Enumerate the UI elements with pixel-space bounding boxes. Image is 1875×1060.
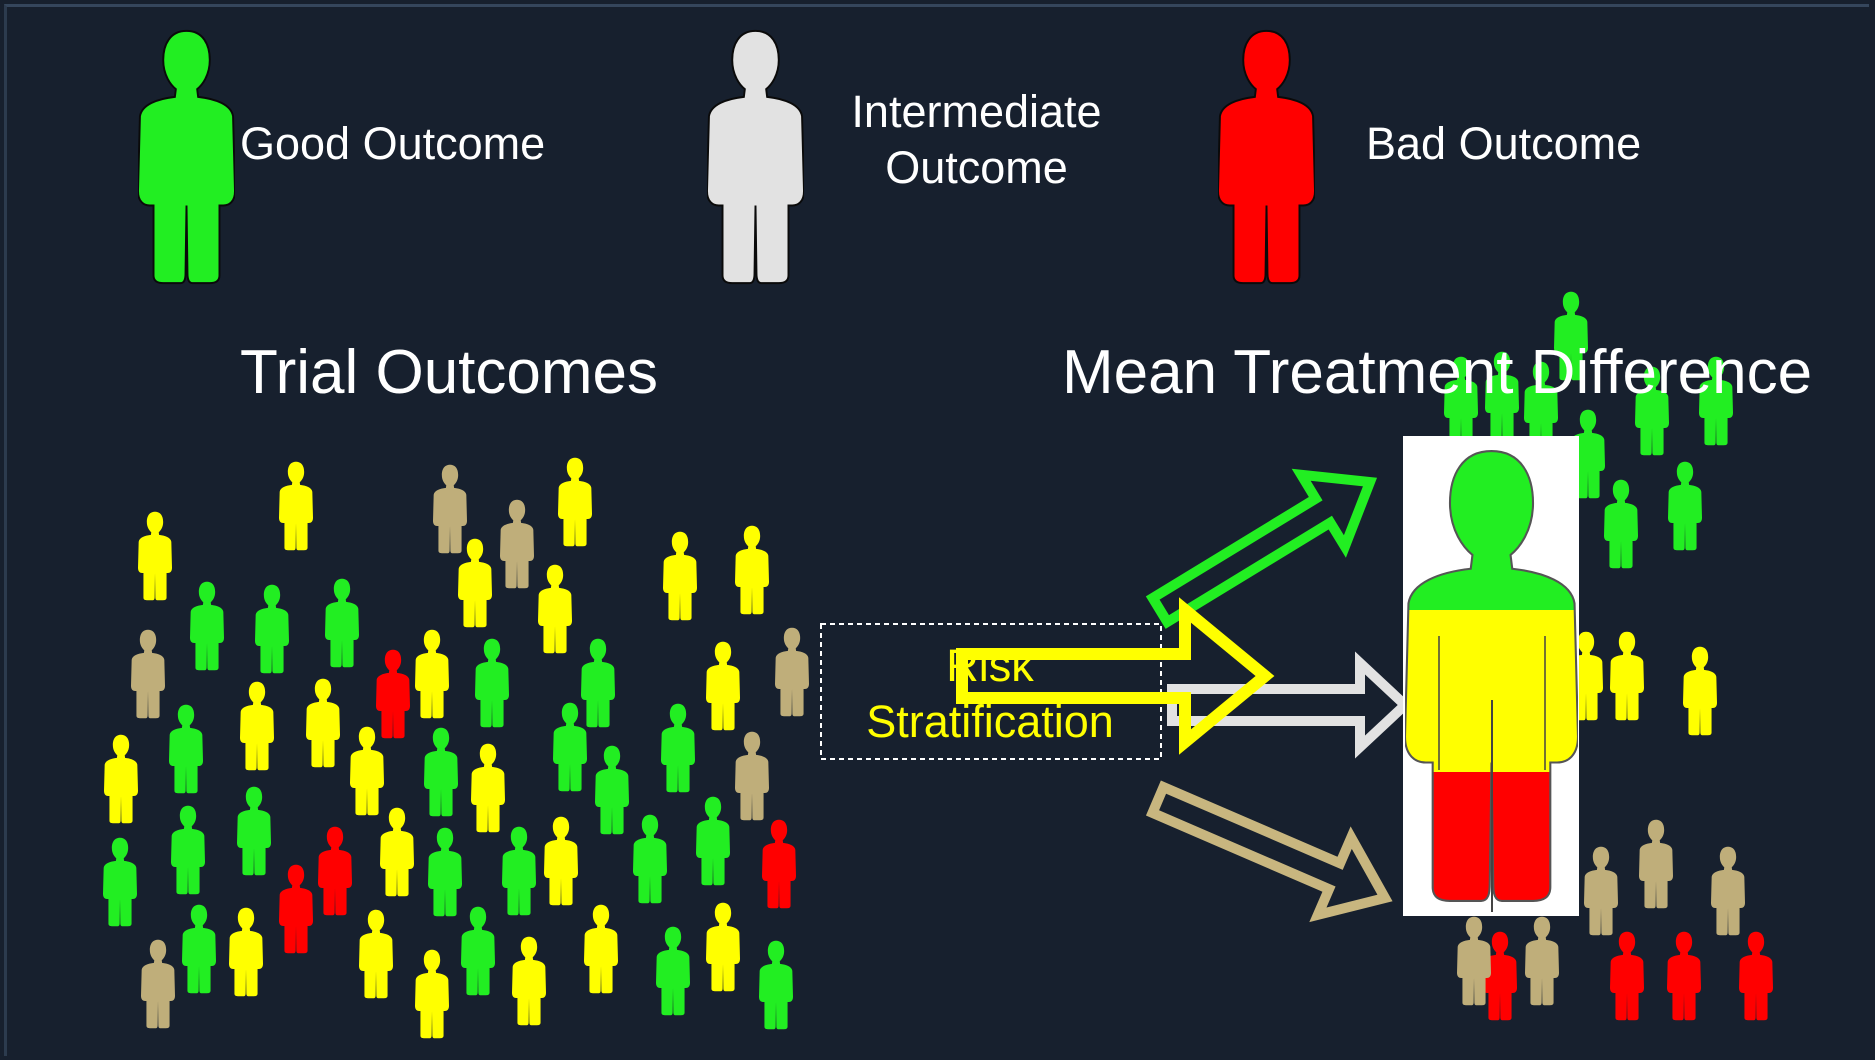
arrows-layer [820, 468, 1413, 923]
person-icon [633, 814, 667, 904]
arrow-icon [956, 597, 1275, 755]
person-icon [255, 584, 289, 674]
person-icon [544, 816, 578, 906]
person-icon [350, 726, 384, 816]
person-icon [500, 499, 534, 589]
person-icon [1639, 819, 1673, 909]
person-icon [595, 745, 629, 835]
person-icon [424, 727, 458, 817]
person-icon [706, 902, 740, 992]
good-outcome-person-icon [138, 29, 235, 285]
risk-line2: Stratification [866, 696, 1114, 747]
person-icon [325, 578, 359, 668]
person-icon [103, 837, 137, 927]
person-icon [1610, 631, 1644, 721]
person-icon [1525, 916, 1559, 1006]
person-icon [428, 827, 462, 917]
trial-outcomes-title: Trial Outcomes [240, 338, 659, 407]
person-icon [458, 538, 492, 628]
person-icon [237, 786, 271, 876]
legend-bad-label: Bad Outcome [1366, 118, 1642, 169]
person-icon [1584, 846, 1618, 936]
person-icon [735, 731, 769, 821]
person-icon [433, 464, 467, 554]
person-icon [171, 805, 205, 895]
legend-intermediate-line1: Intermediate [851, 86, 1102, 137]
person-icon [376, 649, 410, 739]
person-icon [471, 743, 505, 833]
person-icon [359, 909, 393, 999]
person-icon [461, 906, 495, 996]
person-icon [1667, 931, 1701, 1021]
person-icon [538, 564, 572, 654]
person-icon [475, 638, 509, 728]
person-icon [279, 864, 313, 954]
person-icon [138, 511, 172, 601]
risk-stratification-box [820, 623, 1162, 760]
person-icon [131, 629, 165, 719]
person-icon [553, 702, 587, 792]
person-icon [279, 461, 313, 551]
person-icon [240, 681, 274, 771]
risk-line1: Risk [946, 640, 1034, 691]
person-icon [762, 819, 796, 909]
bad-outcome-person-icon [1218, 29, 1315, 285]
arrow-icon [1145, 780, 1393, 923]
person-icon [1683, 646, 1717, 736]
person-icon [104, 734, 138, 824]
person-icon [380, 807, 414, 897]
person-icon [1604, 479, 1638, 569]
person-icon [1668, 461, 1702, 551]
person-icon [182, 904, 216, 994]
slide-frame [4, 4, 1869, 1056]
person-icon [415, 949, 449, 1039]
legend-intermediate-line2: Outcome [885, 142, 1068, 193]
person-icon [696, 796, 730, 886]
person-icon [775, 627, 809, 717]
person-icon [759, 940, 793, 1030]
legend-intermediate-label: Intermediate Outcome [835, 84, 1118, 196]
person-icon [661, 703, 695, 793]
person-icon [318, 826, 352, 916]
person-icon [663, 531, 697, 621]
person-icon [512, 936, 546, 1026]
mean-treatment-difference-title: Mean Treatment Difference [1062, 338, 1813, 407]
person-icon [1711, 846, 1745, 936]
intermediate-outcome-person-icon [707, 29, 804, 285]
legend-good-label: Good Outcome [240, 118, 546, 169]
person-icon [502, 826, 536, 916]
person-icon [415, 629, 449, 719]
person-icon [1739, 931, 1773, 1021]
person-icon [581, 638, 615, 728]
risk-stratification-label: Risk Stratification [820, 638, 1160, 750]
arrow-icon [1145, 468, 1378, 629]
person-icon [1610, 931, 1644, 1021]
person-icon [229, 907, 263, 997]
person-icon [656, 926, 690, 1016]
person-icon [306, 678, 340, 768]
person-icon [190, 581, 224, 671]
person-icon [706, 641, 740, 731]
person-icon [169, 704, 203, 794]
person-icon [735, 525, 769, 615]
person-icon [141, 939, 175, 1029]
person-icon [558, 457, 592, 547]
person-icon [584, 904, 618, 994]
composite-person [1403, 436, 1579, 916]
arrow-icon [1167, 651, 1413, 759]
